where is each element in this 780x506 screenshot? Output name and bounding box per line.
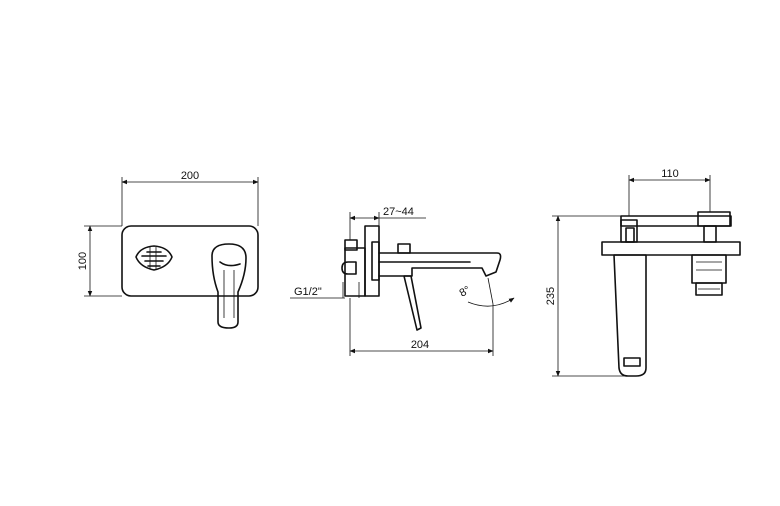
top-width-label: 110: [661, 168, 679, 180]
thread-label: G1/2": [294, 286, 322, 298]
top-height-label: 235: [545, 287, 557, 305]
cover-plate: [121, 225, 259, 297]
dim-top-height: 235: [545, 215, 628, 377]
top-mechanism: [691, 211, 731, 296]
lever-handle: [211, 243, 247, 329]
front-height-label: 100: [77, 252, 89, 270]
diverter-knob: [135, 245, 173, 271]
dim-side-wall: 27~44: [349, 206, 426, 240]
dim-side-length: 204: [349, 298, 494, 356]
side-wall-label: 27~44: [383, 206, 414, 218]
top-spout: [613, 254, 647, 377]
dim-thread: G1/2": [290, 282, 360, 299]
top-view: 110 235: [545, 168, 741, 377]
front-width-label: 200: [181, 170, 199, 182]
cartridge: [344, 239, 358, 251]
angle-label: 8°: [458, 284, 473, 300]
side-length-label: 204: [411, 339, 429, 351]
dim-top-width: 110: [628, 168, 711, 216]
wall-body: [344, 247, 366, 297]
side-view: 8° 27~44 G1/2" 204: [290, 206, 515, 356]
front-view: 200 100: [77, 170, 259, 329]
spout: [378, 252, 502, 277]
top-plate: [601, 241, 741, 256]
dim-front-width: 200: [121, 170, 259, 226]
dim-front-height: 100: [77, 225, 122, 297]
side-handle: [403, 275, 422, 331]
